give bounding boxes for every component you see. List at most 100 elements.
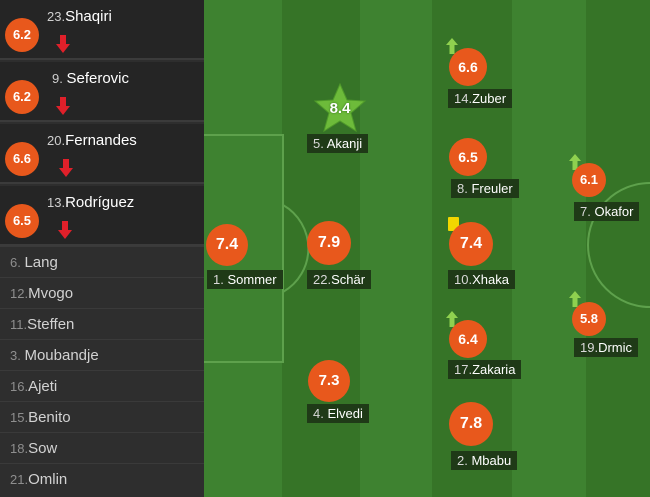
player-number: 11. [10,317,28,332]
player-number: 19. [580,340,599,355]
player-label[interactable]: 19.Drmic [574,338,639,357]
penalty-box [204,134,284,363]
player-label[interactable]: 10.Xhaka [448,270,515,289]
penalty-arc [282,204,310,293]
center-circle [587,182,650,308]
rating-badge: 6.1 [572,163,606,197]
pitch: 7.4 1. Sommer 7.9 22.Schär 8.4 5. Akanji… [204,0,650,497]
pitch-stripe [512,0,586,497]
player-name: Moubandje [24,347,99,364]
pitch-stripe [360,0,432,497]
player-name: Schär [331,272,366,287]
player-name: Zakaria [472,362,516,377]
rating-badge: 7.8 [449,402,493,446]
player-name: Xhaka [472,272,509,287]
player-number: 5. [313,136,324,151]
player-name: Mbabu [471,453,512,468]
player-label: 18.Sow [10,440,57,457]
rating-badge: 5.8 [572,302,606,336]
sub-off-arrow-icon [58,221,72,239]
player-number: 4. [313,406,324,421]
sub-on-arrow-icon [446,38,458,54]
player-label: 3. Moubandje [10,347,99,364]
rating-badge: 6.6 [5,142,39,176]
bench-row[interactable]: 21.Omlin [0,463,204,493]
player-label: 21.Omlin [10,471,67,488]
player-number: 8. [457,181,468,196]
player-number: 14. [454,91,473,106]
player-name: Akanji [326,136,363,151]
player-name: Fernandes [65,132,137,149]
player-label[interactable]: 1. Sommer [207,270,283,289]
player-number: 20. [47,133,66,148]
substitutes-panel: 6.2 23.Shaqiri 6.2 9. Seferovic 6.6 20.F… [0,0,204,497]
sub-on-arrow-icon [569,154,581,170]
player-name: Omlin [28,471,68,488]
player-label: 23.Shaqiri [47,8,112,25]
player-name: Mvogo [28,285,74,302]
pitch-markings [204,134,650,363]
bench-row[interactable]: 15.Benito [0,401,204,431]
player-number: 12. [10,286,29,301]
player-name: Okafor [594,204,634,219]
player-label: 6. Lang [10,254,58,271]
sub-row-fernandes[interactable]: 6.6 20.Fernandes [0,124,204,184]
sub-on-arrow-icon [446,311,458,327]
pitch-stripe [586,0,650,497]
player-number: 1. [213,272,224,287]
sub-row-shaqiri[interactable]: 6.2 23.Shaqiri [0,0,204,60]
player-name: Freuler [471,181,513,196]
player-number: 21. [10,472,29,487]
player-label: 12.Mvogo [10,285,73,302]
player-label[interactable]: 2. Mbabu [451,451,518,470]
player-label[interactable]: 5. Akanji [307,134,369,153]
sub-row-rodriguez[interactable]: 6.5 13.Rodríguez [0,186,204,246]
rating-badge: 7.4 [206,224,248,266]
player-label[interactable]: 7. Okafor [574,202,640,221]
yellow-card-icon [448,217,459,231]
player-name: Benito [28,409,71,426]
player-number: 10. [454,272,473,287]
bench-row[interactable]: 3. Moubandje [0,339,204,369]
player-name: Rodríguez [65,194,135,211]
player-label: 13.Rodríguez [47,194,134,211]
player-number: 23. [47,9,66,24]
player-label[interactable]: 22.Schär [307,270,372,289]
player-number: 2. [457,453,468,468]
player-name: Seferovic [66,70,129,87]
player-label: 20.Fernandes [47,132,137,149]
player-label[interactable]: 14.Zuber [448,89,513,108]
player-label[interactable]: 8. Freuler [451,179,519,198]
player-name: Sow [28,440,58,457]
player-label: 15.Benito [10,409,71,426]
player-name: Elvedi [327,406,363,421]
rating-badge: 7.4 [449,222,493,266]
player-name: Steffen [27,316,75,333]
player-name: Zuber [472,91,507,106]
player-name: Sommer [227,272,277,287]
player-label[interactable]: 17.Zakaria [448,360,522,379]
rating-badge: 6.6 [449,48,487,86]
bench-row[interactable]: 16.Ajeti [0,370,204,400]
player-number: 3. [10,348,21,363]
player-number: 13. [47,195,66,210]
motm-star-icon [313,83,367,133]
sub-off-arrow-icon [56,35,70,53]
sub-row-seferovic[interactable]: 6.2 9. Seferovic [0,62,204,122]
sub-off-arrow-icon [59,159,73,177]
rating-badge: 6.2 [5,80,39,114]
bench-row[interactable]: 11.Steffen [0,308,204,338]
rating-badge: 6.2 [5,18,39,52]
bench-row[interactable]: 6. Lang [0,246,204,276]
player-name: Drmic [598,340,633,355]
player-label: 9. Seferovic [52,70,129,87]
player-label[interactable]: 4. Elvedi [307,404,369,423]
bench-row[interactable]: 12.Mvogo [0,277,204,307]
bench-row[interactable]: 18.Sow [0,432,204,462]
player-name: Lang [24,254,58,271]
player-number: 6. [10,255,21,270]
sub-off-arrow-icon [56,97,70,115]
rating-badge: 8.4 [329,100,351,117]
rating-badge: 7.9 [307,221,351,265]
player-number: 16. [10,379,29,394]
